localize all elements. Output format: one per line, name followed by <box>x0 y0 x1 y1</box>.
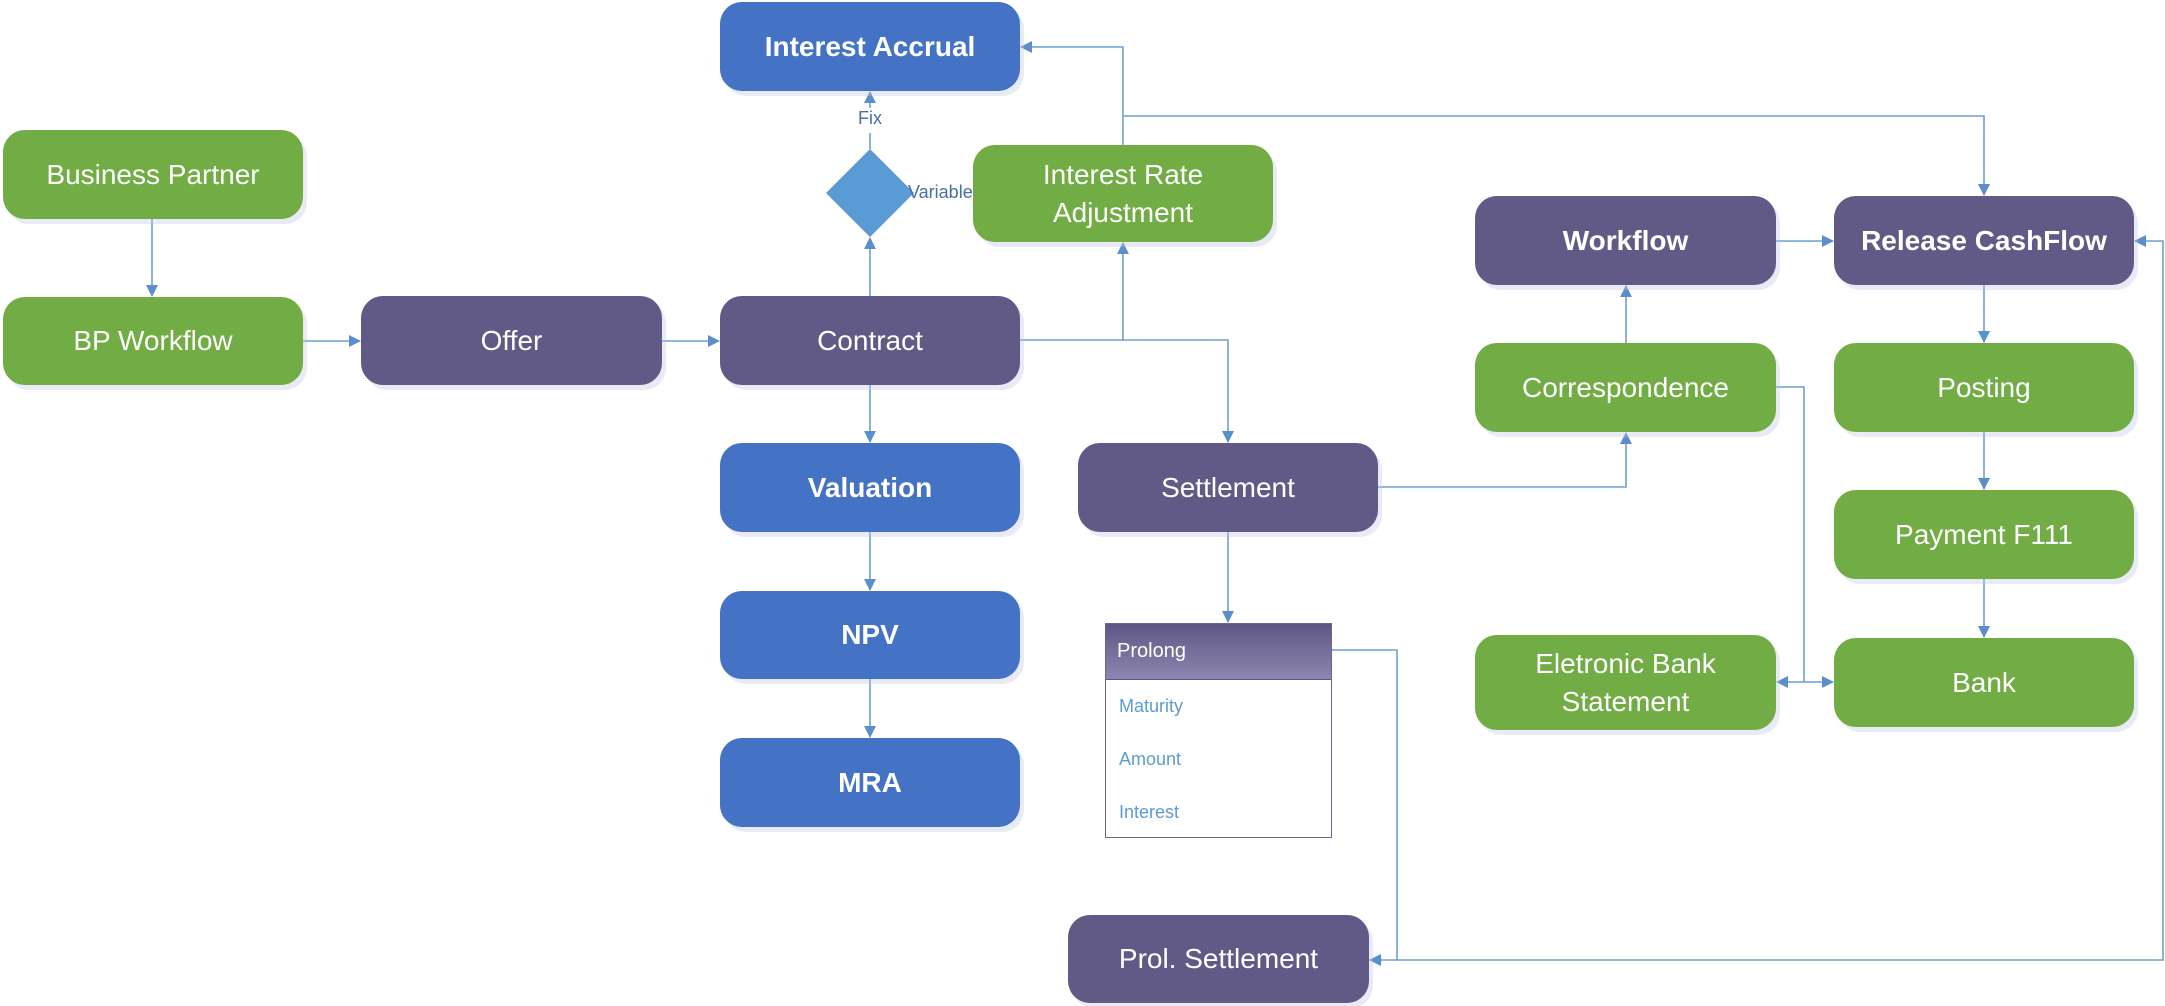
node-mra[interactable]: MRA <box>720 738 1020 827</box>
node-label: Eletronic Bank Statement <box>1535 647 1716 717</box>
node-interest-accrual[interactable]: Interest Accrual <box>720 2 1020 91</box>
node-label: MRA <box>838 766 902 798</box>
node-settlement[interactable]: Settlement <box>1078 443 1378 532</box>
node-bank[interactable]: Bank <box>1834 638 2134 727</box>
prolong-row-maturity: Maturity <box>1119 696 1184 716</box>
node-contract[interactable]: Contract <box>720 296 1020 385</box>
node-workflow[interactable]: Workflow <box>1475 196 1776 285</box>
node-label: Settlement <box>1161 471 1295 503</box>
connector-settlement-to-correspondence <box>1378 432 1632 488</box>
node-label: Valuation <box>807 471 933 503</box>
node-posting[interactable]: Posting <box>1834 343 2134 432</box>
connector-ira-to-accrual <box>1020 41 1124 145</box>
node-label: Interest Accrual <box>764 30 976 62</box>
node-label: Payment F111 <box>1895 518 2073 550</box>
node-label: Bank <box>1952 666 2016 698</box>
decision-diamond[interactable] <box>826 149 914 237</box>
decision-fix-label: Fix <box>858 108 882 128</box>
node-business-partner[interactable]: Business Partner <box>3 130 303 219</box>
node-label: Contract <box>817 324 923 356</box>
node-prol-settlement[interactable]: Prol. Settlement <box>1068 915 1369 1003</box>
prolong-table[interactable]: Prolong Maturity Amount Interest <box>1105 623 1332 838</box>
node-payment-f111[interactable]: Payment F111 <box>1834 490 2134 579</box>
connector-contract-to-settlement <box>1123 339 1234 443</box>
node-label: NPV <box>841 619 899 650</box>
node-label: Workflow <box>1562 224 1689 256</box>
node-valuation[interactable]: Valuation <box>720 443 1020 532</box>
node-label: Interest Rate Adjustment <box>1042 158 1204 228</box>
connector-ira-to-release <box>1123 115 1990 196</box>
node-release-cashflow[interactable]: Release CashFlow <box>1834 196 2134 285</box>
node-npv[interactable]: NPV <box>720 591 1020 679</box>
node-offer[interactable]: Offer <box>361 296 662 385</box>
connector-correspondence-down <box>1776 386 1805 682</box>
connector-contract-to-ira <box>1020 242 1129 341</box>
node-label: Correspondence <box>1521 371 1730 403</box>
decision-variable-label: Variable <box>908 182 972 202</box>
node-label: BP Workflow <box>73 325 233 356</box>
node-correspondence[interactable]: Correspondence <box>1475 343 1776 432</box>
node-electronic-bank-statement[interactable]: Eletronic Bank Statement <box>1475 635 1776 730</box>
prolong-row-interest: Interest <box>1119 802 1180 822</box>
node-label: Prol. Settlement <box>1118 943 1319 974</box>
node-label: Release CashFlow <box>1861 224 2107 256</box>
node-label: Posting <box>1937 371 2031 403</box>
connector-prolong-to-prolsettlement <box>1332 649 1398 966</box>
node-bp-workflow[interactable]: BP Workflow <box>3 297 303 385</box>
prolong-row-amount: Amount <box>1119 749 1182 769</box>
connector-prolong-to-release <box>1397 235 2164 961</box>
node-label: Business Partner <box>46 158 260 190</box>
node-label: Offer <box>480 324 543 356</box>
prolong-header: Prolong <box>1106 624 1331 680</box>
node-interest-rate-adjustment[interactable]: Interest Rate Adjustment <box>973 145 1273 242</box>
